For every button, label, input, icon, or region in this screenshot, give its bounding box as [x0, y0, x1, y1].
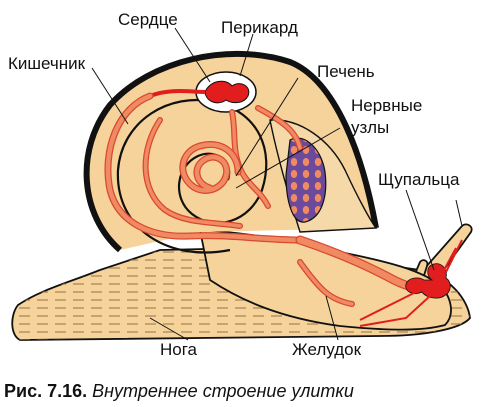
label-ganglia-line2: узлы	[351, 118, 389, 138]
label-intestine: Кишечник	[8, 54, 85, 74]
figure-caption: Рис. 7.16. Внутреннее строение улитки	[4, 378, 354, 404]
label-stomach: Желудок	[292, 340, 361, 360]
label-ganglia-line1: Нервные	[351, 96, 422, 116]
label-heart: Сердце	[118, 10, 178, 30]
caption-number: Рис. 7.16.	[4, 381, 87, 401]
label-foot: Нога	[160, 340, 197, 360]
label-pericardium: Перикард	[221, 18, 298, 38]
label-liver: Печень	[317, 62, 375, 82]
caption-text: Внутреннее строение улитки	[92, 381, 354, 401]
label-tentacles: Щупальца	[378, 170, 459, 190]
